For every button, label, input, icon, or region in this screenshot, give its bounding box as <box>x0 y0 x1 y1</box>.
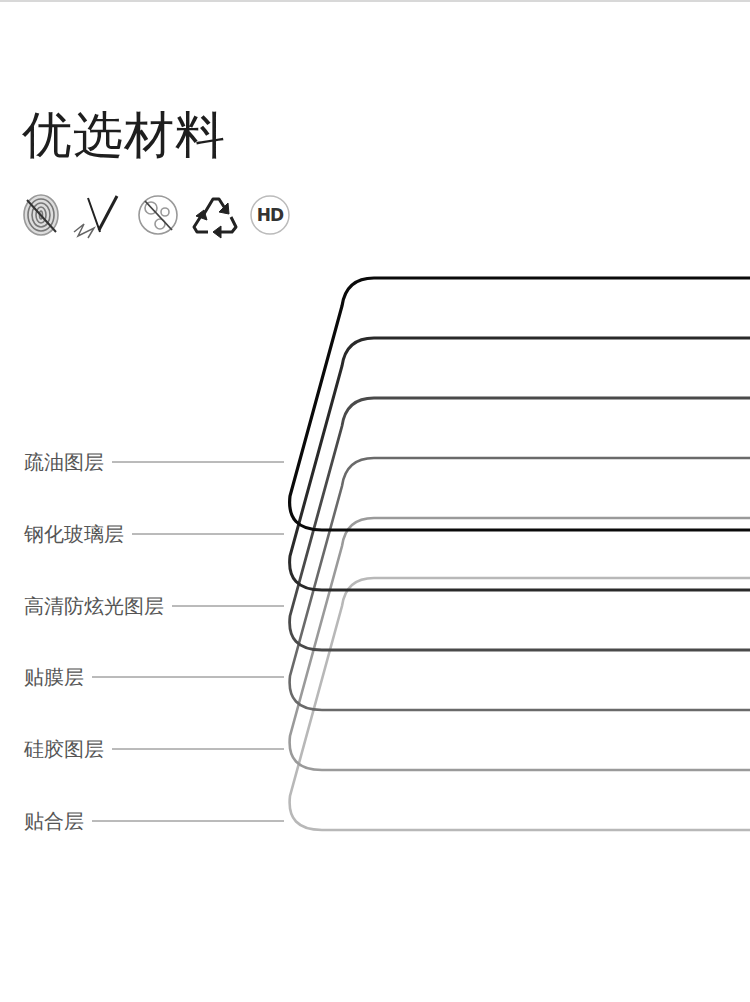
hd-icon-ring <box>251 196 289 234</box>
recycle-icon <box>194 199 236 238</box>
anti-bubble-icon <box>139 196 177 234</box>
top-rule <box>0 0 750 2</box>
layer-outline <box>290 578 750 830</box>
leader-line <box>112 749 284 750</box>
layer-label: 硅胶图层 <box>24 739 104 759</box>
layer-outline <box>290 338 750 590</box>
layer-label: 贴膜层 <box>24 667 84 687</box>
fingerprint-icon <box>24 195 58 235</box>
protector-layers <box>290 278 750 830</box>
layer-outline <box>290 518 750 770</box>
layer-outline <box>290 278 750 530</box>
layer-outline <box>290 398 750 650</box>
layer-outline <box>290 458 750 710</box>
leader-line <box>92 677 284 678</box>
leader-line <box>172 606 284 607</box>
layer-label: 贴合层 <box>24 811 84 831</box>
scratch-resistant-icon <box>74 196 117 238</box>
leader-line <box>132 534 284 535</box>
layer-label: 高清防炫光图层 <box>24 596 164 616</box>
icon-text: HD <box>257 207 283 224</box>
leader-line <box>112 462 284 463</box>
page-title: 优选材料 <box>22 110 226 160</box>
layer-label: 疏油图层 <box>24 452 104 472</box>
layer-label: 钢化玻璃层 <box>24 524 124 544</box>
leader-line <box>92 821 284 822</box>
